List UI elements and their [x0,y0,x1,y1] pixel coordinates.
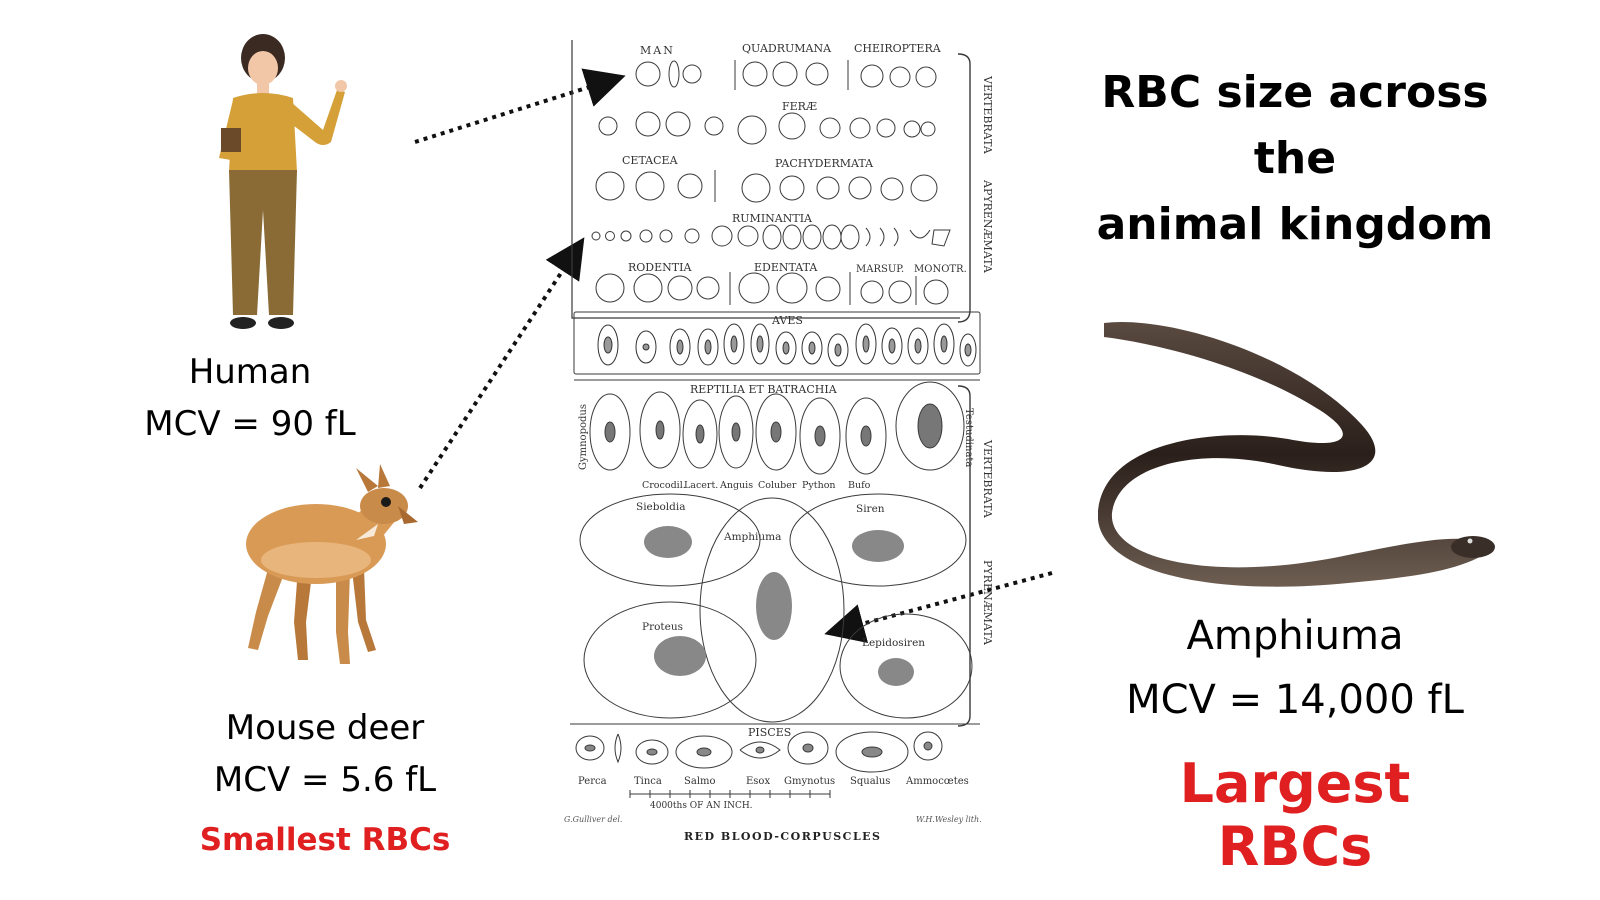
amphibian-cells [579,493,973,723]
plate-caption: RED BLOOD-CORPUSCLES [684,830,882,843]
title-line-1: RBC size across the [1101,67,1489,184]
mouse-deer-arrow [418,237,585,490]
scale-bar [629,790,831,798]
row-ruminantia [591,224,951,250]
human-illustration [219,34,347,329]
label-monotr: MONOTR. [914,264,967,275]
title-line-2: animal kingdom [1096,199,1494,250]
label-proteus: Proteus [642,621,683,633]
label-sieboldia: Sieboldia [636,501,686,513]
label-amphiuma-species: Amphiuma [723,531,781,543]
label-cetacea: CETACEA [622,154,679,167]
amphiuma-illustration [1098,322,1495,587]
label-anguis: Anguis [719,480,753,491]
label-tinca: Tinca [634,776,662,787]
sieboldia-cell [579,493,761,587]
row-reptilia [589,381,965,475]
label-esox: Esox [746,776,770,787]
label-aves: AVES [771,314,803,327]
label-rodentia: RODENTIA [628,261,692,274]
row-aves [573,311,981,375]
human-name: Human [188,352,312,392]
label-marsup: MARSUP. [856,264,904,275]
label-crocodil: Crocodil. [642,480,686,491]
label-perca: Perca [578,776,607,787]
label-lacert: Lacert. [684,480,718,491]
amphiuma-name: Amphiuma [1186,613,1404,659]
label-salmo: Salmo [684,776,716,787]
label-python: Python [802,480,836,491]
label-ferae: FERÆ [782,100,817,113]
label-cheiroptera: CHEIROPTERA [854,42,942,55]
lepidosiren-cell [839,613,973,719]
label-coluber: Coluber [758,480,797,491]
label-ruminantia: RUMINANTIA [732,212,813,225]
largest-rbcs-label: Largest RBCs [1179,752,1411,878]
label-pyrenaemata: PYRENÆMATA [981,560,994,646]
row-ferae [598,111,936,145]
label-siren: Siren [856,503,885,515]
credit-left: G.Gulliver del. [564,815,622,824]
label-reptilia: REPTILIA ET BATRACHIA [690,383,838,396]
row-rodentia-edentata [595,272,949,305]
label-pisces: PISCES [748,726,791,739]
label-quadrumana: QUADRUMANA [742,42,832,55]
row-pisces [575,731,943,773]
label-bufo: Bufo [848,480,871,491]
mouse-deer-name: Mouse deer [225,708,425,748]
label-gmynotus: Gmynotus [784,776,835,787]
smallest-rbcs-label: Smallest RBCs [199,822,451,858]
credit-right: W.H.Wesley lith. [916,815,982,824]
mouse-deer-mcv: MCV = 5.6 fL [213,760,437,800]
label-gymnopodus: Gymnopodus [578,404,589,470]
label-man: MAN [640,44,675,57]
mouse-deer-illustration [246,464,418,664]
scale-caption: 4000ths OF AN INCH. [650,801,753,811]
label-pachydermata: PACHYDERMATA [775,157,874,170]
label-apyrenaemata: APYRENÆMATA [981,179,994,274]
page-title: RBC size across the animal kingdom [1075,60,1515,258]
label-vertebrata-2: VERTEBRATA [981,439,994,519]
amphiuma-cell [699,497,845,723]
siren-cell [789,493,967,587]
proteus-cell [583,601,757,719]
label-ammocoetes: Ammocœtes [905,776,969,787]
amphiuma-mcv: MCV = 14,000 fL [1126,677,1464,723]
label-squalus: Squalus [850,776,890,787]
label-vertebrata-1: VERTEBRATA [981,75,994,155]
label-testudinata: Testudinata [963,408,974,467]
label-lepidosiren: Lepidosiren [862,637,925,649]
rbc-plate: MAN QUADRUMANA CHEIROPTERA FERÆ CETACEA … [564,40,994,843]
row-cetacea-pachydermata [595,170,938,203]
human-mcv: MCV = 90 fL [144,404,356,444]
row-man [635,60,937,90]
amphiuma-arrow [824,571,1053,644]
label-edentata: EDENTATA [754,261,818,274]
